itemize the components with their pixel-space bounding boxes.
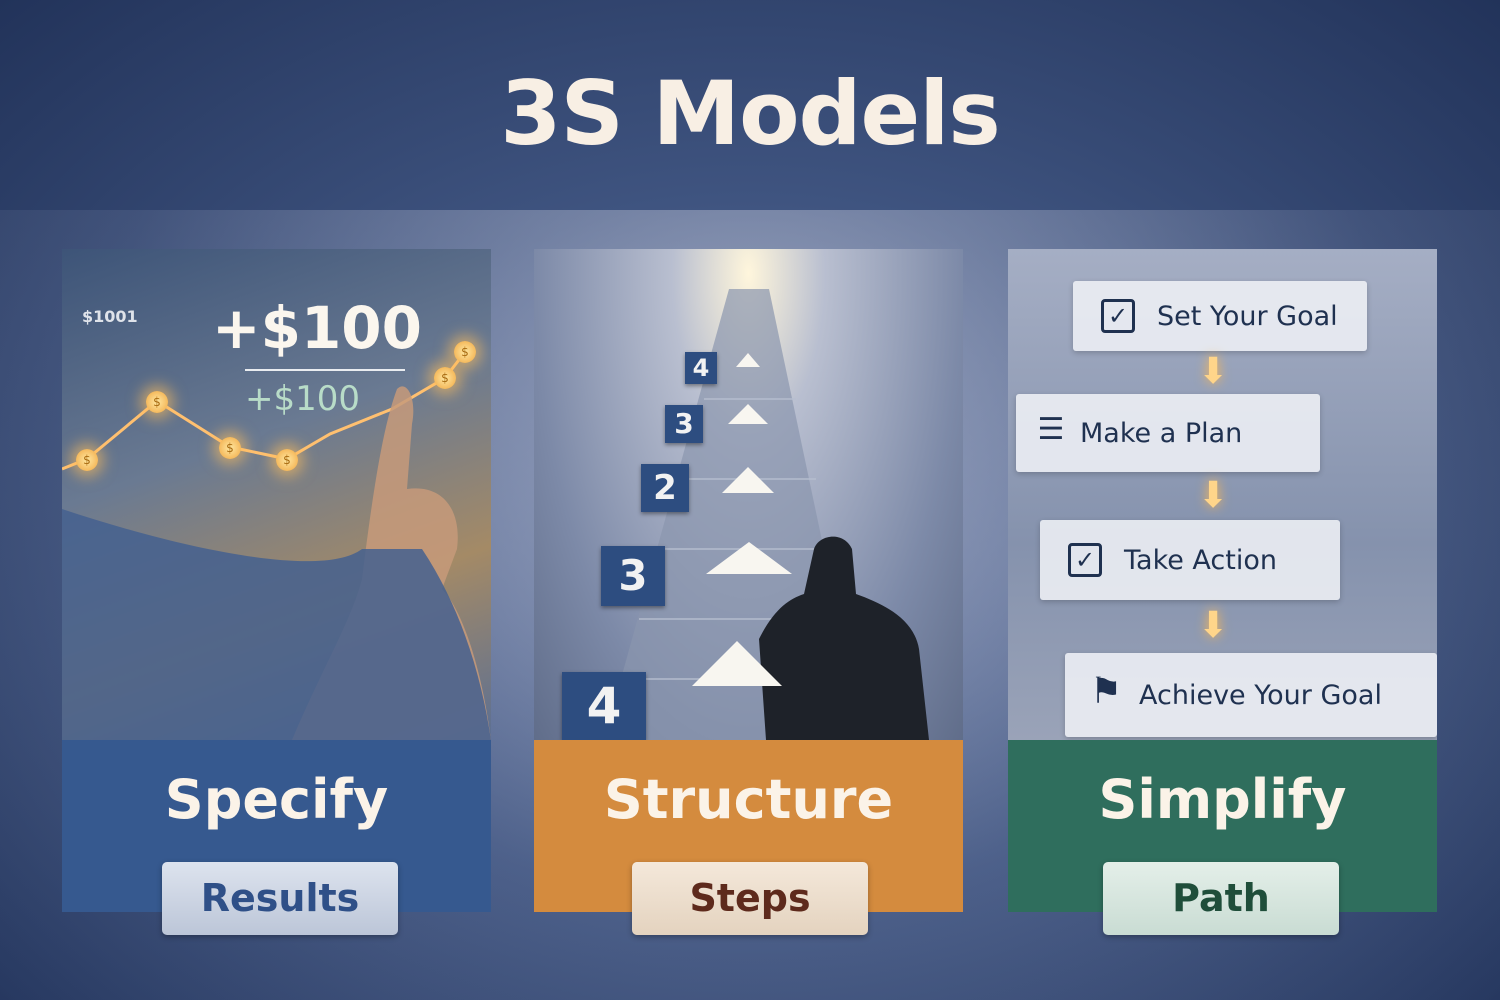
step-label: Set Your Goal [1157,300,1338,332]
checkbox-icon: ✓ [1101,299,1135,333]
divider [245,369,405,371]
step-number: 2 [641,464,689,512]
step-number: 4 [562,672,646,740]
results-badge: Results [162,862,398,935]
panel-name: Structure [603,768,894,831]
step-take-action: ✓ Take Action [1040,520,1340,600]
sub-value: +$100 [245,379,361,419]
small-label: $1001 [82,307,138,326]
panel-name: Specify [164,768,389,831]
path-badge: Path [1103,862,1339,935]
up-arrow-icon [722,467,774,493]
finance-illustration: $1001 +$100 +$100 $ $ $ $ $ $ [62,249,491,740]
coin-icon: $ [219,437,241,459]
checkbox-icon: ✓ [1068,543,1102,577]
coin-icon: $ [76,449,98,471]
up-arrow-icon [706,542,792,574]
panel-structure: 4 3 2 3 4 Structure [534,249,963,912]
step-number: 4 [685,352,717,384]
up-arrow-icon [692,641,782,686]
coin-icon: $ [146,391,168,413]
step-make-a-plan: ☰ Make a Plan [1016,394,1320,472]
step-label: Take Action [1124,544,1277,576]
down-arrow-icon: ⬇ [1198,475,1229,516]
down-arrow-icon: ⬇ [1198,351,1229,392]
panel-specify: $1001 +$100 +$100 $ $ $ $ $ $ Specify [62,249,491,912]
step-label: Achieve Your Goal [1139,679,1382,711]
big-value: +$100 [212,294,423,362]
step-achieve-your-goal: ⚑ Achieve Your Goal [1065,653,1437,737]
up-arrow-icon [728,404,768,424]
staircase-illustration: 4 3 2 3 4 [534,249,963,740]
down-arrow-icon: ⬇ [1198,605,1229,646]
steps-badge: Steps [632,862,868,935]
page-title: 3S Models [500,62,1001,165]
step-label: Make a Plan [1080,417,1243,449]
step-number: 3 [601,546,665,606]
panel-name: Simplify [1098,768,1347,831]
up-arrow-icon [736,353,760,367]
flag-icon: ⚑ [1089,671,1123,712]
list-icon: ☰ [1037,412,1065,447]
panel-simplify: ✓ Set Your Goal ⬇ ☰ Make a Plan ⬇ ✓ Take… [1008,249,1437,912]
step-set-your-goal: ✓ Set Your Goal [1073,281,1367,351]
step-number: 3 [665,405,703,443]
coin-icon: $ [434,367,456,389]
coin-icon: $ [276,449,298,471]
trend-line [62,351,491,740]
coin-icon: $ [454,341,476,363]
path-illustration: ✓ Set Your Goal ⬇ ☰ Make a Plan ⬇ ✓ Take… [1008,249,1437,740]
